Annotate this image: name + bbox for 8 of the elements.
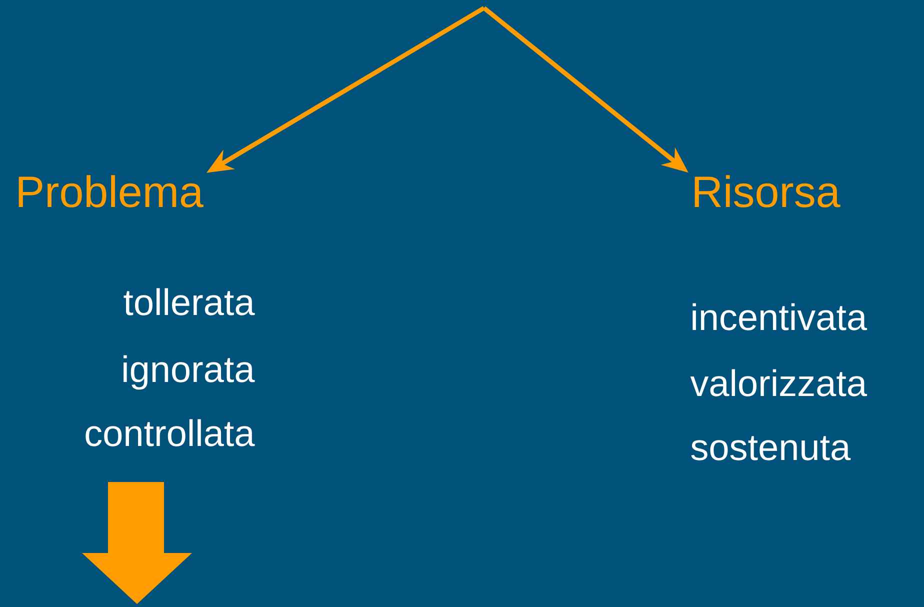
list-item: incentivata — [692, 303, 868, 330]
list-item: ignorata — [124, 355, 255, 390]
heading-text: Problema — [18, 175, 204, 208]
heading-text: Risorsa — [694, 175, 840, 208]
list-item: tollerata — [124, 288, 255, 316]
list-item: controllata — [86, 419, 255, 446]
list-item: valorizzata — [690, 369, 868, 396]
list-item: sostenuta — [691, 436, 851, 460]
